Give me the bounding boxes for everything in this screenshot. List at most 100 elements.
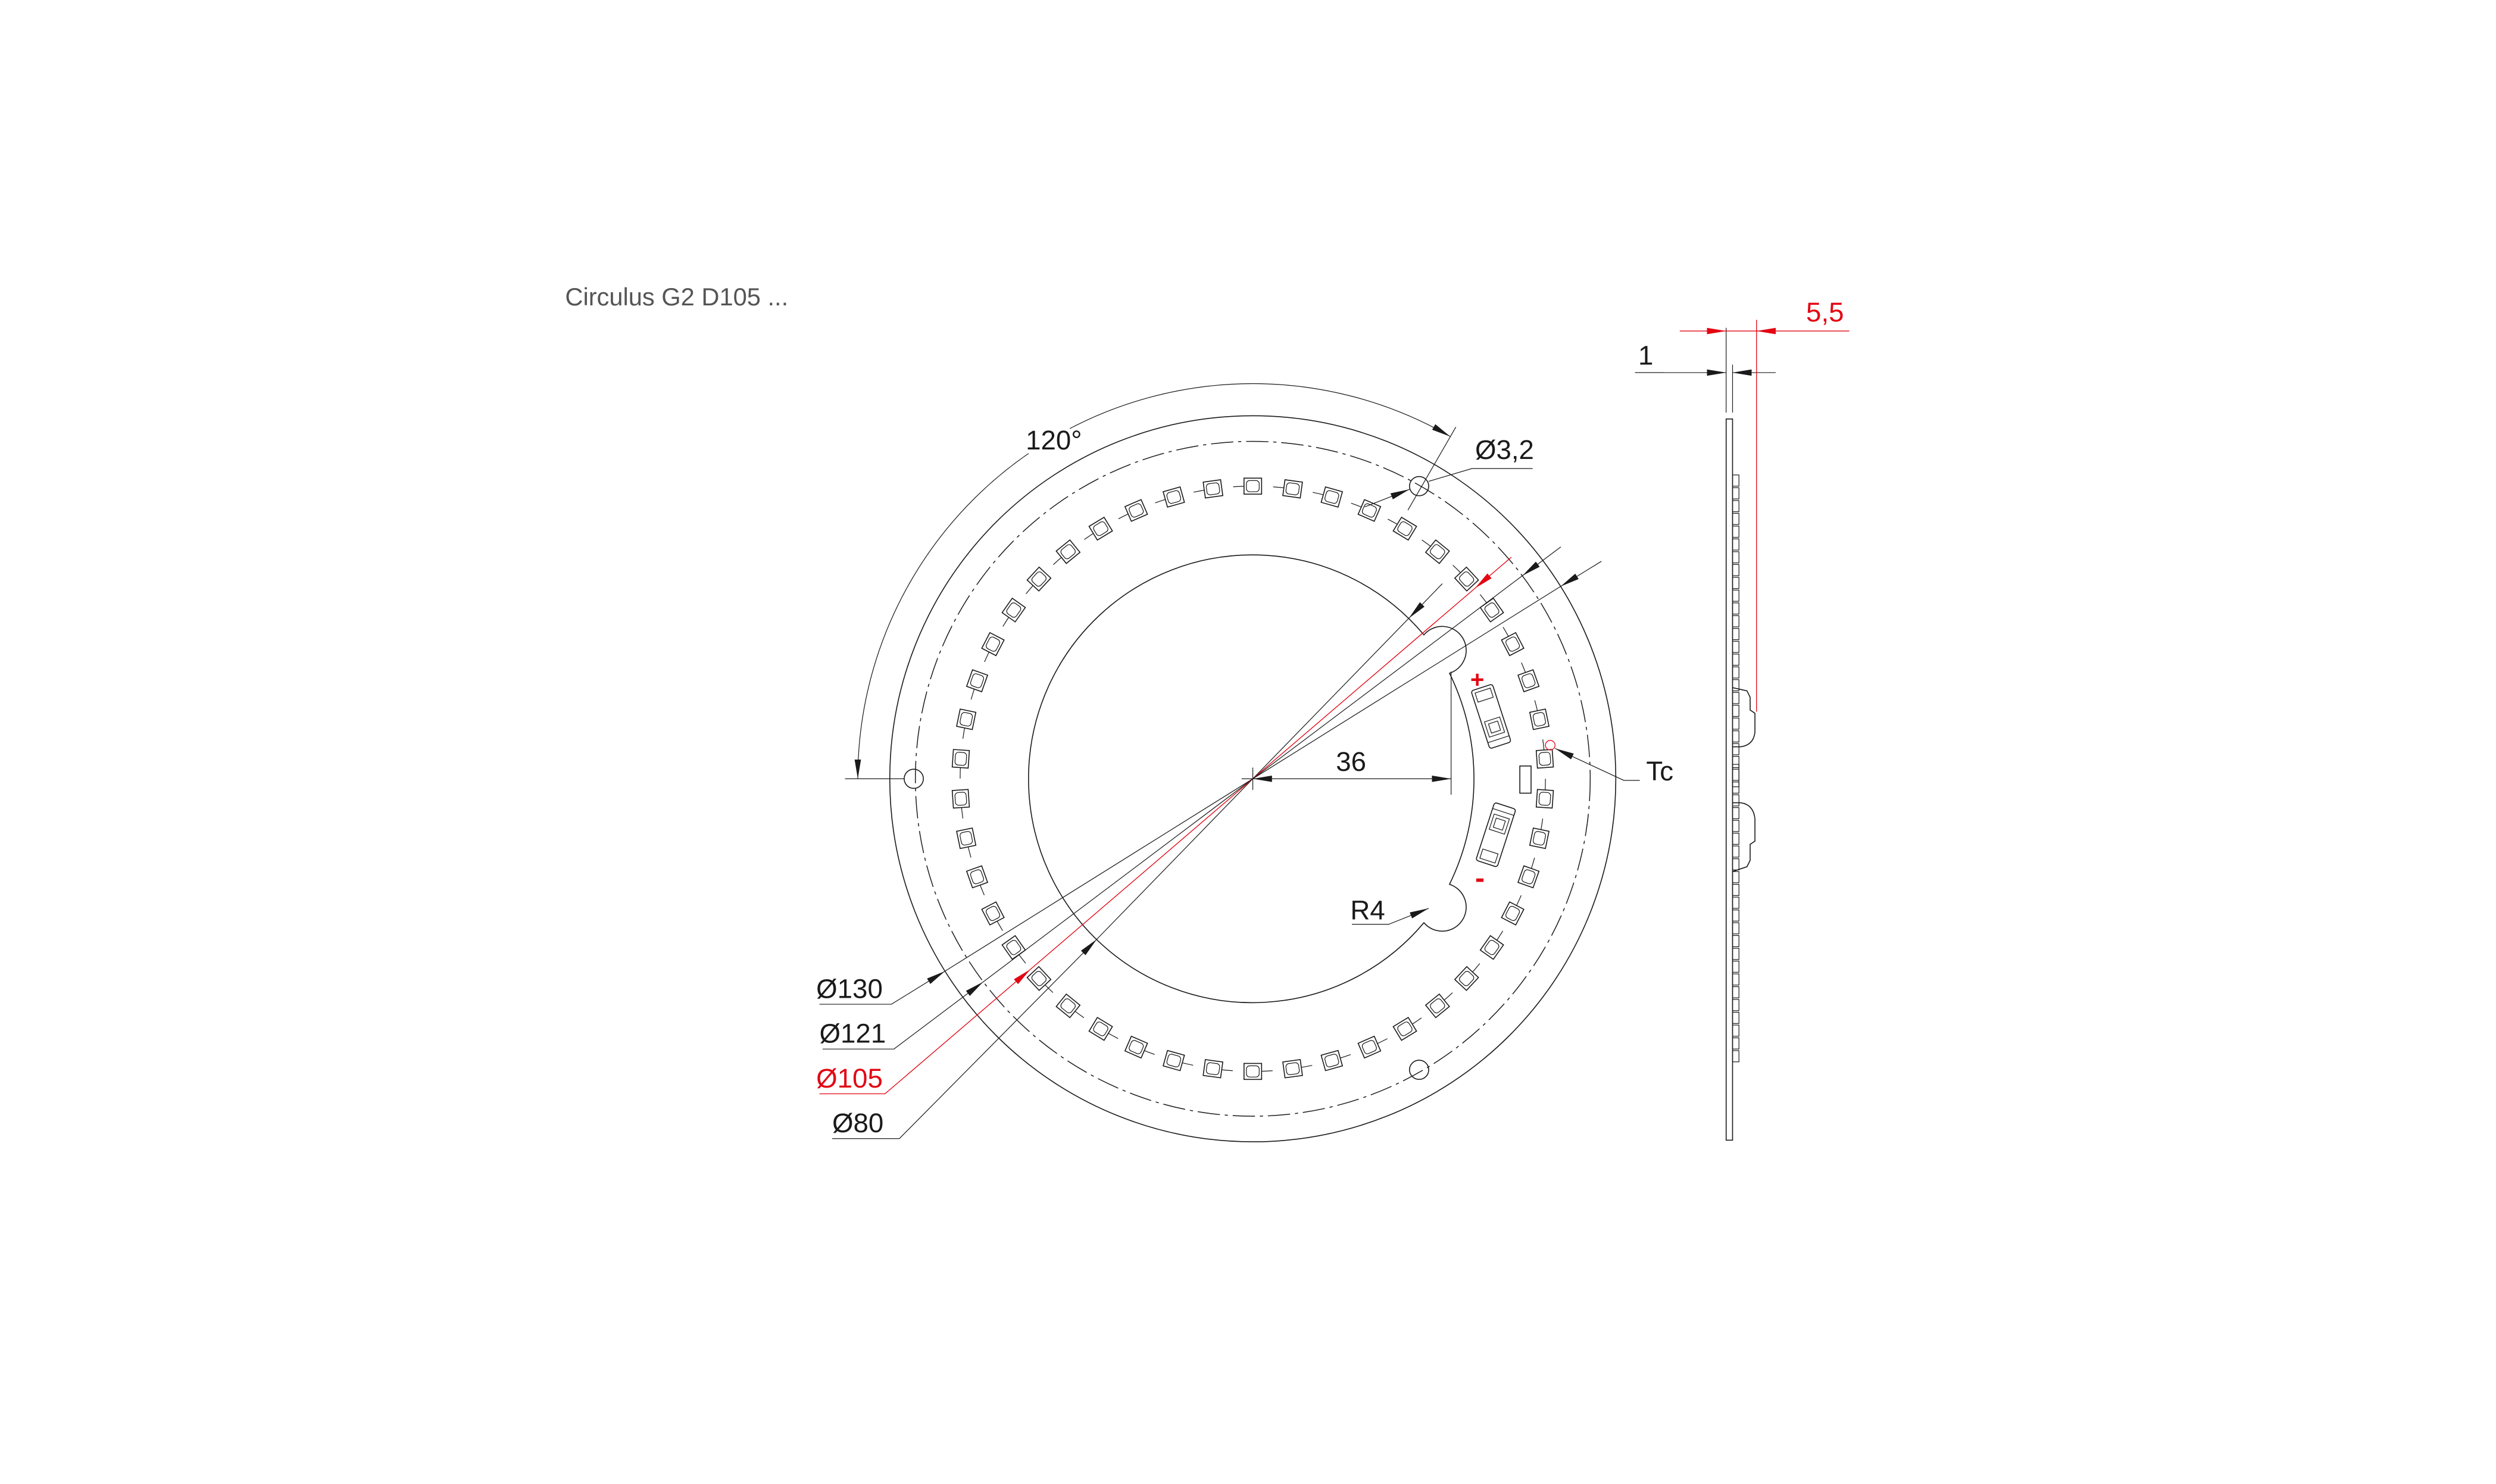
led-package bbox=[1424, 539, 1450, 564]
led-package bbox=[1424, 993, 1450, 1019]
side-board bbox=[1725, 418, 1733, 1141]
side-led bbox=[1732, 589, 1739, 602]
led-package bbox=[1392, 516, 1417, 541]
side-led bbox=[1732, 717, 1739, 730]
led-package bbox=[1162, 486, 1185, 508]
side-led bbox=[1732, 1024, 1739, 1037]
led-package bbox=[1535, 789, 1554, 809]
led-package bbox=[956, 827, 977, 849]
d80-label: Ø80 bbox=[832, 1108, 883, 1138]
side-view: 1 5,5 bbox=[1635, 297, 1850, 1141]
side-led bbox=[1732, 858, 1739, 871]
tc-label: Tc bbox=[1646, 756, 1673, 786]
led-package bbox=[1124, 1035, 1148, 1059]
led-package bbox=[1529, 827, 1550, 849]
led-package bbox=[1162, 1049, 1185, 1071]
side-led bbox=[1732, 999, 1739, 1011]
led-package bbox=[1282, 479, 1303, 499]
led-package bbox=[1535, 749, 1554, 769]
smd-component bbox=[1519, 765, 1532, 794]
led-package bbox=[981, 901, 1005, 926]
side-led bbox=[1732, 1037, 1739, 1049]
thickness-label: 1 bbox=[1638, 340, 1653, 371]
led-package bbox=[1202, 479, 1224, 499]
led-package bbox=[1320, 1049, 1344, 1071]
side-led bbox=[1732, 666, 1739, 679]
led-package bbox=[1320, 486, 1344, 508]
led-package bbox=[966, 865, 989, 889]
led-package bbox=[1243, 1063, 1263, 1080]
side-led bbox=[1732, 922, 1739, 935]
hole-label: Ø3,2 bbox=[1475, 435, 1534, 465]
side-led bbox=[1732, 871, 1739, 883]
mounting-hole-bottom bbox=[1409, 1060, 1429, 1080]
side-led bbox=[1732, 986, 1739, 998]
side-led bbox=[1732, 551, 1739, 564]
led-package bbox=[1529, 708, 1550, 730]
diameter-d105: Ø105 bbox=[816, 557, 1512, 1095]
led-package bbox=[1202, 1059, 1224, 1079]
led-package bbox=[1001, 935, 1026, 960]
height-label: 5,5 bbox=[1806, 297, 1844, 327]
side-led bbox=[1732, 641, 1739, 653]
connector-minus bbox=[1476, 802, 1516, 867]
led-package bbox=[1088, 516, 1113, 541]
tc-point bbox=[1545, 740, 1555, 751]
side-led bbox=[1732, 794, 1739, 807]
diameter-d121: Ø121 bbox=[820, 546, 1561, 1049]
led-package bbox=[956, 708, 977, 730]
d121-label: Ø121 bbox=[820, 1019, 886, 1049]
side-led bbox=[1732, 973, 1739, 986]
led-package bbox=[1501, 632, 1525, 657]
d130-label: Ø130 bbox=[816, 973, 883, 1004]
mounting-hole-left bbox=[904, 768, 924, 789]
plus-marker: + bbox=[1470, 666, 1485, 693]
led-package bbox=[966, 669, 989, 693]
side-connector-bottom bbox=[1732, 802, 1755, 872]
led-package bbox=[1055, 539, 1081, 564]
led-package bbox=[1392, 1017, 1417, 1041]
led-package bbox=[1088, 1017, 1113, 1041]
minus-marker: - bbox=[1475, 862, 1485, 894]
side-led bbox=[1732, 577, 1739, 589]
led-package bbox=[951, 749, 970, 769]
side-led bbox=[1732, 705, 1739, 717]
connector-plus bbox=[1471, 684, 1511, 749]
radius-label: R4 bbox=[1350, 895, 1385, 926]
side-led bbox=[1732, 679, 1739, 692]
led-package bbox=[1026, 966, 1052, 991]
side-led bbox=[1732, 513, 1739, 525]
side-led bbox=[1732, 538, 1739, 551]
side-led bbox=[1732, 935, 1739, 947]
side-led bbox=[1732, 628, 1739, 641]
slot-distance-label: 36 bbox=[1336, 746, 1366, 777]
led-package bbox=[1282, 1059, 1303, 1079]
led-package bbox=[1479, 935, 1504, 960]
led-package bbox=[981, 632, 1005, 657]
led-package bbox=[1517, 669, 1540, 693]
led-package bbox=[951, 789, 970, 809]
side-led bbox=[1732, 756, 1739, 768]
drawing-title: Circulus G2 D105 ... bbox=[565, 283, 788, 311]
side-led bbox=[1732, 500, 1739, 513]
front-view: + - 120° Ø3,2 Ø130 Ø121 bbox=[816, 383, 1673, 1142]
side-led bbox=[1732, 948, 1739, 960]
side-led bbox=[1732, 833, 1739, 845]
side-led bbox=[1732, 615, 1739, 627]
led-pitch-circle bbox=[960, 486, 1546, 1072]
side-led bbox=[1732, 807, 1739, 820]
led-package bbox=[1001, 597, 1026, 623]
side-connector-top bbox=[1732, 687, 1755, 748]
side-led bbox=[1732, 526, 1739, 538]
hole-leader bbox=[1428, 468, 1533, 482]
side-led bbox=[1732, 909, 1739, 921]
side-led bbox=[1732, 602, 1739, 615]
angle-extension-hole bbox=[1407, 426, 1457, 511]
side-led bbox=[1732, 474, 1739, 487]
side-led-strip bbox=[1732, 474, 1739, 1063]
led-package bbox=[1501, 901, 1525, 926]
led-package bbox=[1454, 966, 1479, 991]
led-package bbox=[1026, 566, 1052, 592]
side-led bbox=[1732, 1050, 1739, 1063]
